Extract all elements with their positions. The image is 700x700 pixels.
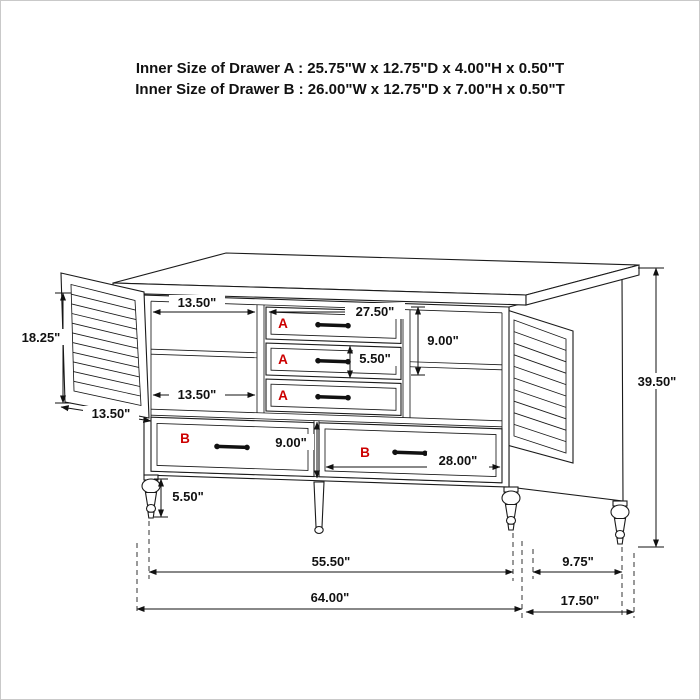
dim-left-opening-width: 13.50" [152, 295, 256, 316]
drawer-letter-labels: A A A B B [180, 316, 370, 460]
dim-door-height: 18.25" [15, 292, 71, 404]
front-left-foot [141, 474, 161, 519]
dim-drawer-a-width: 27.50" [268, 303, 405, 319]
overall-height-label: 39.50" [638, 374, 677, 389]
dim-rear-foot-offset: 9.75" [532, 554, 623, 576]
right-door-louvers [513, 331, 567, 443]
drawer-a-size-text: Inner Size of Drawer A : 25.75"W x 12.75… [135, 60, 565, 77]
dim-right-opening-height: 9.00" [411, 306, 466, 376]
dim-left-opening-width-lower: 13.50" [152, 387, 256, 402]
right-louver-door [506, 309, 574, 464]
center-leg [313, 481, 325, 535]
overall-depth-label: 17.50" [561, 593, 600, 608]
extension-lines [136, 521, 635, 618]
right-opening-height-label: 9.00" [427, 333, 458, 348]
drawer-a-1-label: A [278, 316, 288, 331]
dim-drawer-a-front-height: 5.50" [346, 345, 397, 379]
left-door-louvers [71, 293, 141, 397]
drawer-a-3 [265, 378, 402, 417]
dimensions: 18.25" 13.50" 13.50" 13.50" 27.50" [15, 267, 684, 616]
drawer-b-front-height-label: 9.00" [275, 435, 306, 450]
drawer-b-2-label: B [360, 445, 370, 460]
drawer-b-width-label: 28.00" [439, 453, 478, 468]
dim-front-width: 55.50" [148, 554, 514, 576]
dim-drawer-b-width: 28.00" [325, 452, 501, 471]
drawer-a-front-height-label: 5.50" [359, 351, 390, 366]
dim-foot-height: 5.50" [154, 478, 209, 518]
dim-overall-depth: 17.50" [525, 593, 635, 616]
foot-height-label: 5.50" [172, 489, 203, 504]
drawer-size-note: Inner Size of Drawer A : 25.75"W x 12.75… [1, 58, 699, 100]
top-slab [112, 252, 640, 306]
door-height-label: 18.25" [22, 330, 61, 345]
front-right-foot [501, 486, 521, 531]
dim-overall-height: 39.50" [630, 267, 684, 548]
back-right-foot [610, 500, 630, 545]
dim-overall-width: 64.00" [136, 590, 523, 613]
left-shelf [151, 348, 257, 359]
dim-door-width: 13.50" [60, 405, 152, 423]
dresser-drawing [60, 252, 640, 545]
rear-foot-offset-label: 9.75" [562, 554, 593, 569]
dim-drawer-b-front-height: 9.00" [268, 421, 321, 479]
left-louver-door [60, 272, 150, 419]
drawer-a-2-label: A [278, 352, 288, 367]
overall-width-label: 64.00" [311, 590, 350, 605]
drawer-b-1-label: B [180, 431, 190, 446]
front-width-label: 55.50" [312, 554, 351, 569]
drawer-b-size-text: Inner Size of Drawer B : 26.00"W x 12.75… [135, 81, 565, 98]
right-shelf [410, 361, 502, 371]
left-opening-width-lower-label: 13.50" [178, 387, 217, 402]
door-width-label: 13.50" [92, 406, 131, 421]
drawer-a-3-label: A [278, 388, 288, 403]
left-opening-width-label: 13.50" [178, 295, 217, 310]
drawer-a-width-label: 27.50" [356, 304, 395, 319]
